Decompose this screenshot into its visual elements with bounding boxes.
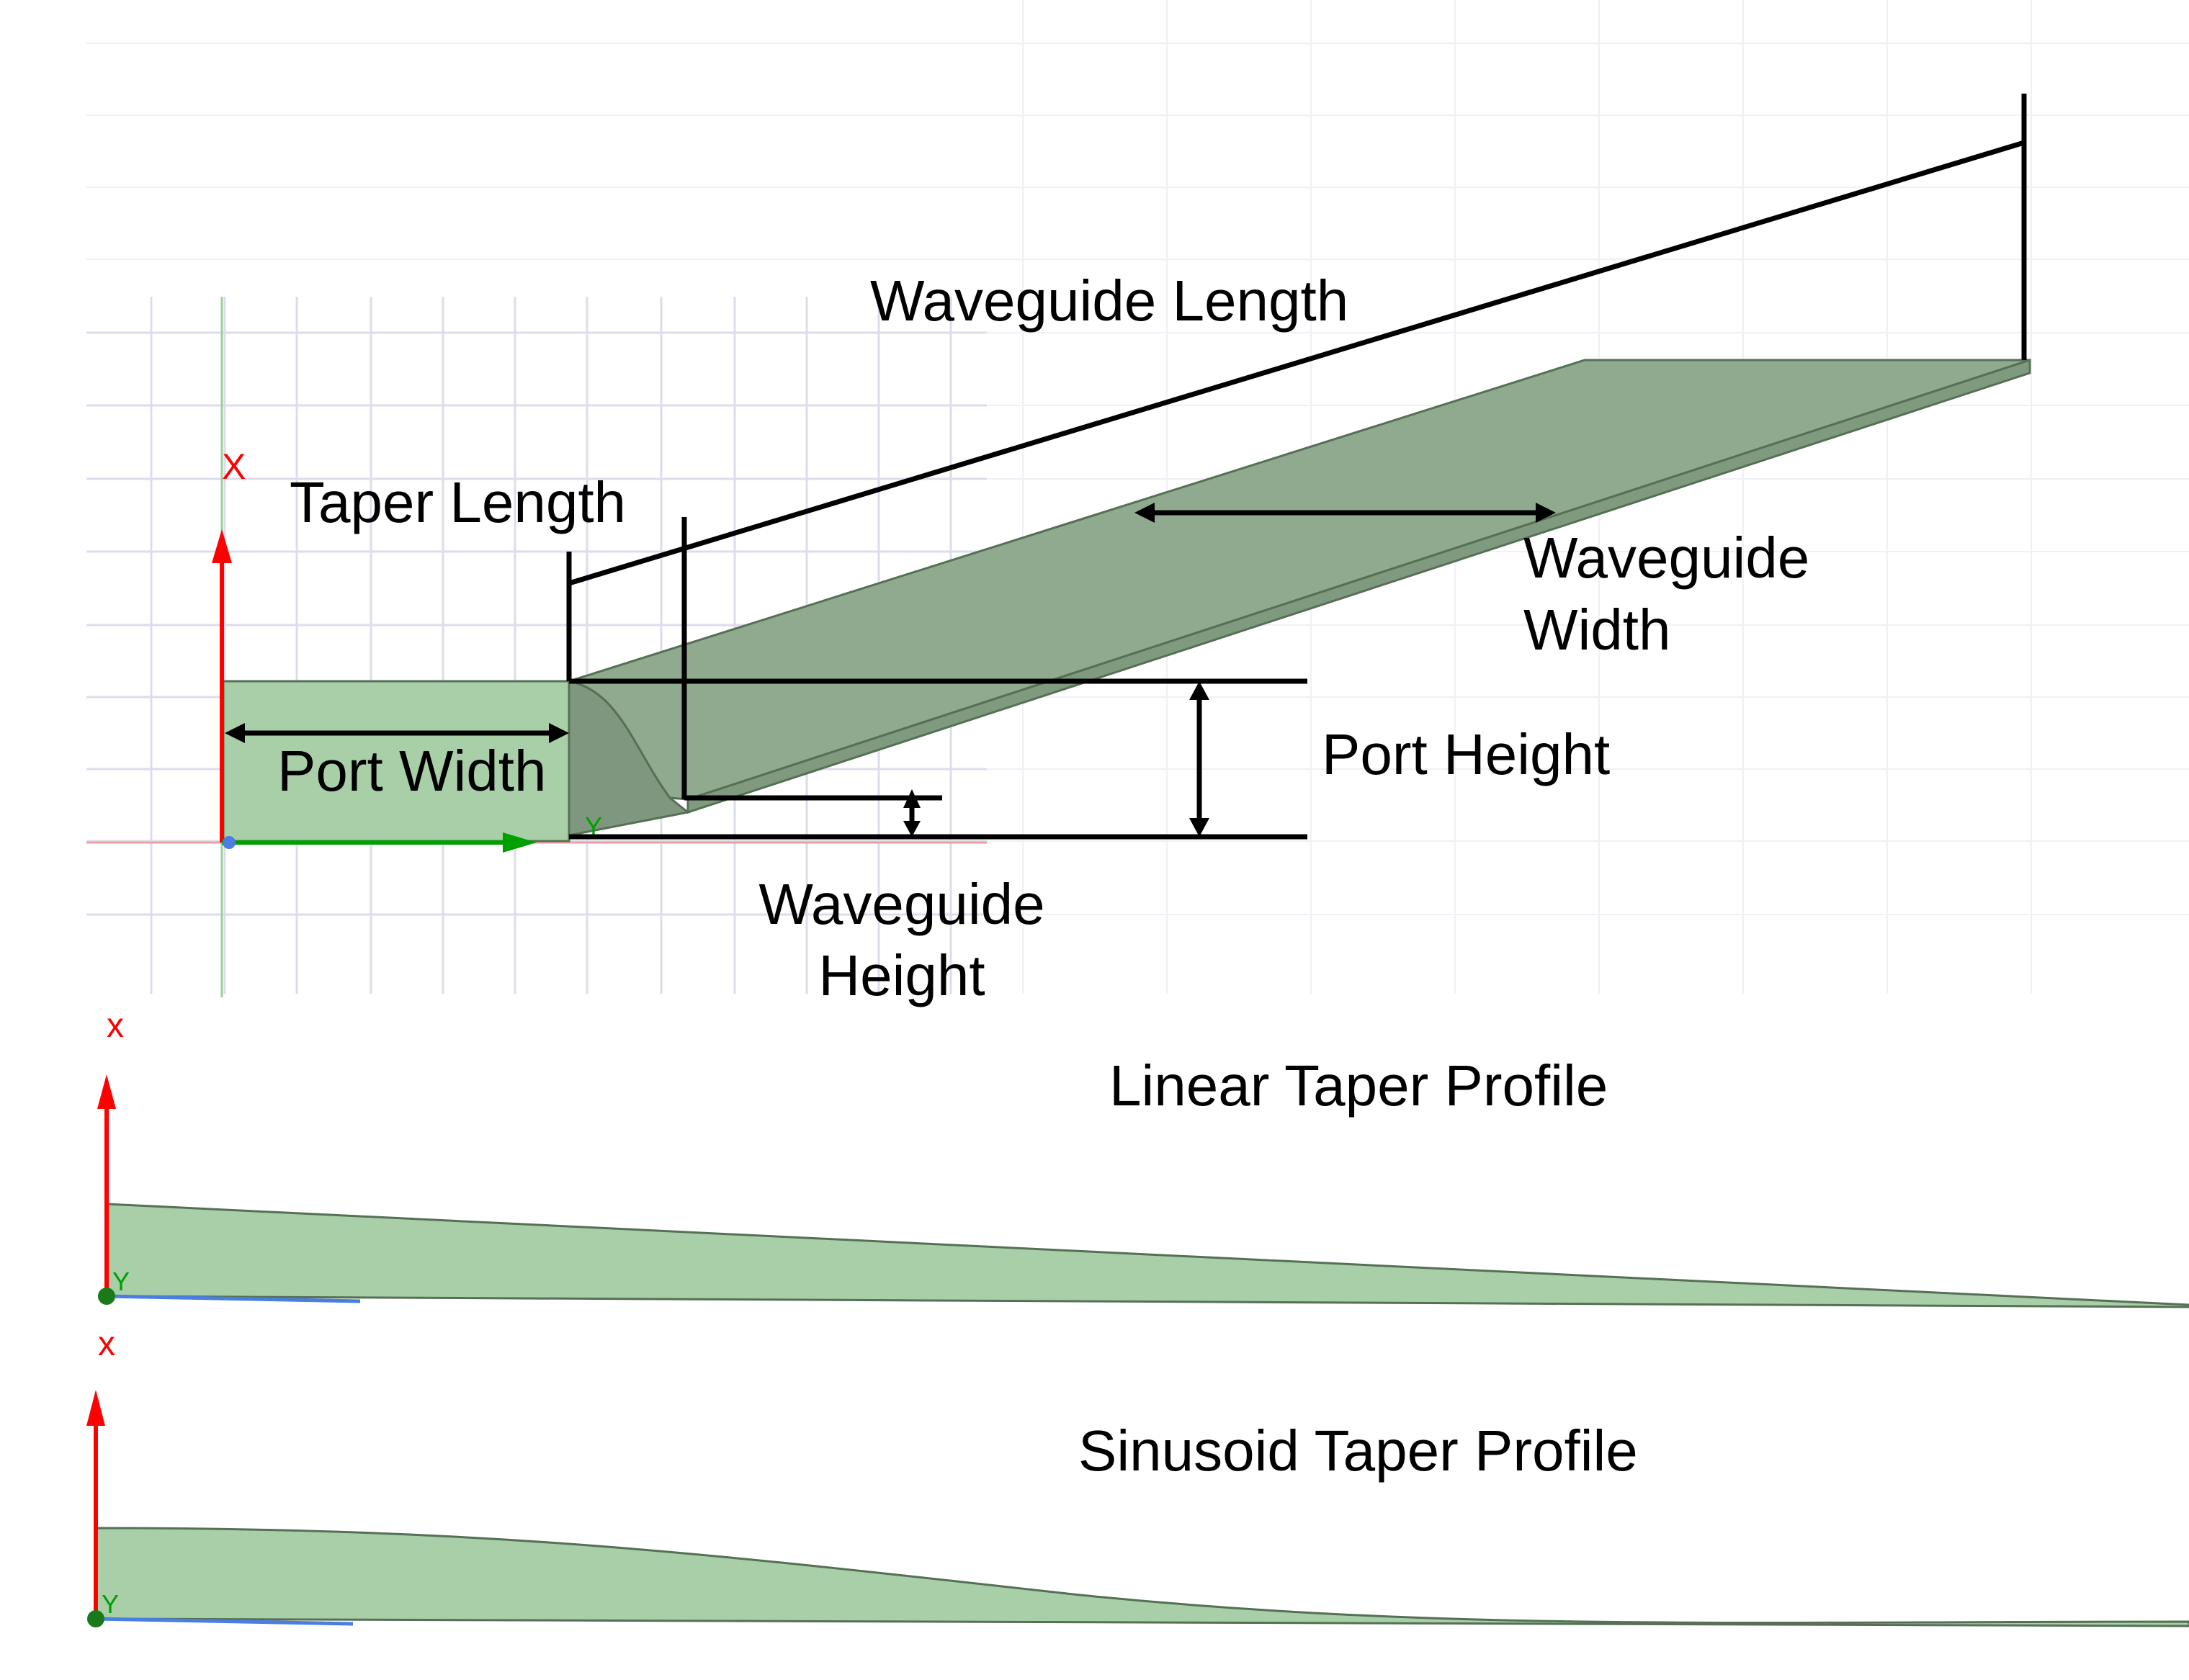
port-block [222,680,570,843]
x-axis-label: X [222,446,246,487]
coordinate-triad-3d: X Y [212,446,602,853]
taper-transition-face [568,680,691,837]
waveguide-length-label: Waveguide Length [870,269,1348,333]
sinusoid-taper-profile: x Y Sinusoid Taper Profile [86,1325,2189,1627]
waveguide-width-label-line2: Width [1523,598,1671,662]
waveguide-height-label-line2: Height [818,943,985,1007]
linear-x-axis-label: x [107,1007,124,1045]
waveguide-side-face [686,358,2031,814]
taper-length-label: Taper Length [290,470,626,534]
port-width-label: Port Width [277,739,546,803]
dimension-lines [241,94,2027,840]
linear-taper-profile-title: Linear Taper Profile [1109,1054,1608,1118]
waveguide-height-label-line1: Waveguide [758,872,1044,936]
sinusoid-x-axis-label: x [98,1325,115,1363]
port-height-label: Port Height [1322,722,1610,786]
sinusoid-taper-profile-title: Sinusoid Taper Profile [1078,1419,1638,1483]
linear-taper-shape [105,1203,2189,1308]
sinusoid-taper-shape [94,1527,2189,1627]
waveguide-width-label-line1: Waveguide [1523,526,1809,590]
waveguide-top-face [567,359,2031,801]
faint-grid [86,0,2189,994]
dimension-arrowheads [225,503,1556,837]
linear-taper-profile: x Y Linear Taper Profile [97,1007,2189,1308]
linear-y-axis-label: Y [112,1267,130,1296]
sinusoid-y-axis-label: Y [102,1589,119,1619]
